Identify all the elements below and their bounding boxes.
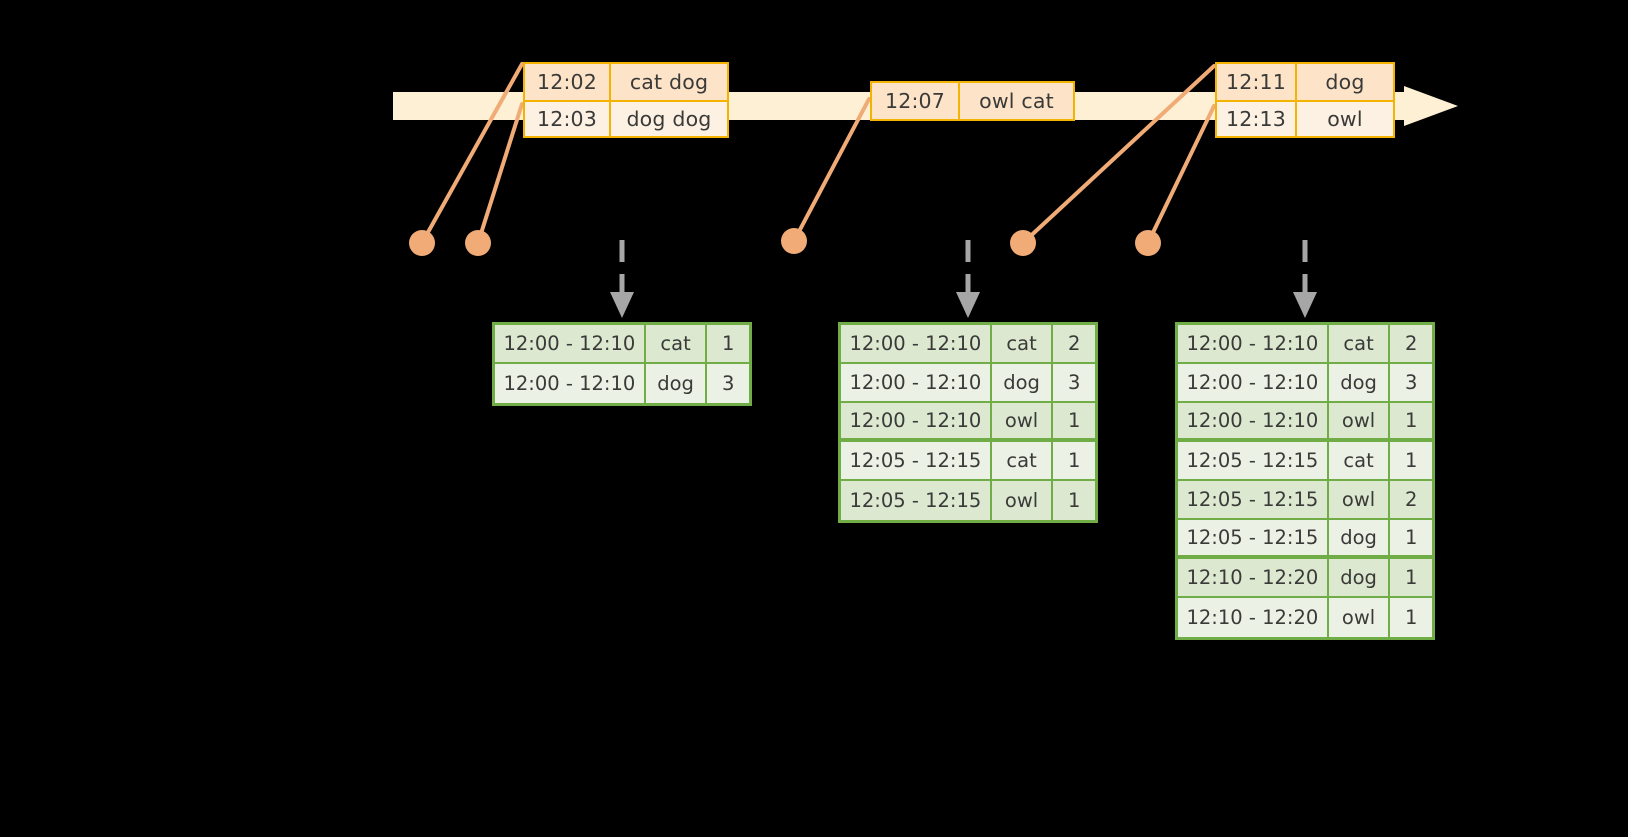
event-time: 12:07 xyxy=(872,83,960,119)
cell-count: 1 xyxy=(1390,403,1433,438)
cell-window: 12:05 - 12:15 xyxy=(1178,481,1329,518)
cell-key: cat xyxy=(1328,325,1391,362)
event-row: 12:02 cat dog xyxy=(525,64,727,100)
cell-window: 12:00 - 12:10 xyxy=(1178,325,1329,362)
event-box-1[interactable]: 12:02 cat dog 12:03 dog dog xyxy=(523,62,729,138)
cell-window: 12:00 - 12:10 xyxy=(1178,403,1329,438)
connector-dot-4 xyxy=(1010,230,1036,256)
cell-count: 1 xyxy=(1390,598,1433,637)
event-words: dog xyxy=(1297,64,1393,100)
connector-dot-5 xyxy=(1135,230,1161,256)
connector-dot-1 xyxy=(409,230,435,256)
cell-count: 1 xyxy=(1053,403,1096,438)
cell-key: dog xyxy=(1328,559,1391,596)
cell-count: 1 xyxy=(1390,442,1433,479)
event-row: 12:07 owl cat xyxy=(872,83,1073,119)
cell-window: 12:05 - 12:15 xyxy=(1178,520,1329,555)
cell-window: 12:05 - 12:15 xyxy=(1178,442,1329,479)
cell-count: 1 xyxy=(1053,481,1096,520)
cell-window: 12:05 - 12:15 xyxy=(841,442,992,479)
event-row: 12:13 owl xyxy=(1217,100,1393,136)
event-words: dog dog xyxy=(611,102,727,136)
cell-window: 12:00 - 12:10 xyxy=(495,325,646,362)
cell-count: 1 xyxy=(707,325,750,362)
cell-window: 12:00 - 12:10 xyxy=(1178,364,1329,401)
cell-window: 12:10 - 12:20 xyxy=(1178,598,1329,637)
cell-key: cat xyxy=(991,442,1054,479)
cell-count: 2 xyxy=(1390,325,1433,362)
cell-window: 12:10 - 12:20 xyxy=(1178,559,1329,596)
event-row: 12:11 dog xyxy=(1217,64,1393,100)
event-box-3[interactable]: 12:11 dog 12:13 owl xyxy=(1215,62,1395,138)
flow-arrow-2 xyxy=(956,240,980,318)
connector-line-5 xyxy=(1146,104,1216,245)
event-words: owl xyxy=(1297,102,1393,136)
cell-count: 2 xyxy=(1053,325,1096,362)
cell-count: 3 xyxy=(1390,364,1433,401)
cell-key: dog xyxy=(645,364,708,403)
flow-arrow-3 xyxy=(1293,240,1317,318)
event-time: 12:03 xyxy=(525,102,611,136)
cell-window: 12:00 - 12:10 xyxy=(841,325,992,362)
cell-count: 3 xyxy=(1053,364,1096,401)
cell-key: owl xyxy=(991,481,1054,520)
event-row: 12:03 dog dog xyxy=(525,100,727,136)
cell-key: cat xyxy=(991,325,1054,362)
event-box-2[interactable]: 12:07 owl cat xyxy=(870,81,1075,121)
event-time: 12:11 xyxy=(1217,64,1297,100)
connector-dot-3 xyxy=(781,228,807,254)
cell-key: owl xyxy=(1328,598,1391,637)
cell-key: owl xyxy=(1328,481,1391,518)
flow-arrow-1 xyxy=(610,240,634,318)
cell-key: dog xyxy=(991,364,1054,401)
cell-window: 12:05 - 12:15 xyxy=(841,481,992,520)
cell-key: owl xyxy=(1328,403,1391,438)
cell-key: owl xyxy=(991,403,1054,438)
event-words: cat dog xyxy=(611,64,727,100)
cell-window: 12:00 - 12:10 xyxy=(495,364,646,403)
cell-key: cat xyxy=(1328,442,1391,479)
connector-dot-2 xyxy=(465,230,491,256)
cell-count: 3 xyxy=(707,364,750,403)
cell-key: cat xyxy=(645,325,708,362)
cell-window: 12:00 - 12:10 xyxy=(841,403,992,438)
event-words: owl cat xyxy=(960,83,1073,119)
cell-count: 1 xyxy=(1053,442,1096,479)
cell-key: dog xyxy=(1328,364,1391,401)
event-time: 12:13 xyxy=(1217,102,1297,136)
cell-count: 1 xyxy=(1390,559,1433,596)
event-time: 12:02 xyxy=(525,64,611,100)
cell-window: 12:00 - 12:10 xyxy=(841,364,992,401)
cell-key: dog xyxy=(1328,520,1391,555)
cell-count: 1 xyxy=(1390,520,1433,555)
cell-count: 2 xyxy=(1390,481,1433,518)
